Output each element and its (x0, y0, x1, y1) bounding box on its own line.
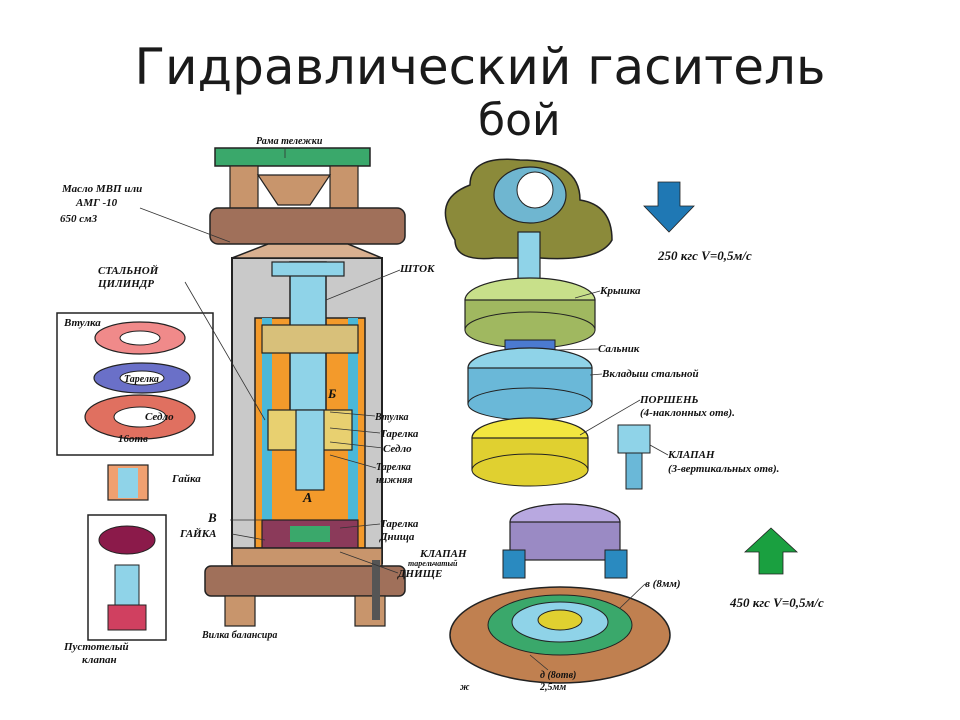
bottom-bushing (204, 565, 406, 597)
leader-lines (139, 148, 401, 574)
label-piston-1: ПОРШЕНЬ (639, 394, 698, 406)
hollow-base (107, 604, 147, 631)
label-v-letter: В (207, 510, 217, 525)
up-arrow-label: 450 кгс V=0,5м/с (729, 595, 824, 610)
label-plate-bottom-1: Тарелка (380, 518, 419, 530)
bottom-block-right (354, 595, 386, 627)
plate-hole (119, 370, 165, 386)
label-dim-25: 2,5мм (539, 682, 566, 693)
label-hollow-1: Пустотелый (63, 641, 129, 653)
label-valve-b-2: тарельчатый (408, 559, 458, 568)
label-hollow-2: клапан (82, 654, 117, 666)
label-valve-2: (3-вертикальных отв). (668, 463, 779, 475)
eye-hole (516, 171, 554, 209)
seal-head (261, 324, 359, 354)
cylinder-wall-right (348, 318, 358, 548)
label-fork: Вилка балансира (201, 630, 277, 641)
label-nut: Гайка (171, 473, 201, 485)
label-dim-zh: ж (460, 682, 470, 693)
label-valve-1: КЛАПАН (667, 449, 715, 461)
detail-frame (56, 312, 214, 456)
hollow-cap (98, 525, 156, 555)
label-plate-low-2: нижняя (376, 475, 413, 486)
frame-plate (214, 147, 371, 167)
top-block-left (229, 165, 259, 211)
label-seat: Седло (145, 411, 174, 423)
up-arrow (743, 527, 799, 575)
right-leader-lines (529, 290, 669, 671)
down-arrow-label: 250 кгс V=0,5м/с (657, 248, 752, 263)
title-mask (0, 138, 960, 158)
label-nut-2: ГАЙКА (179, 528, 217, 540)
label-valve-b-1: КЛАПАН (419, 548, 467, 560)
bottom-valve-core (290, 526, 330, 542)
casing-base (231, 547, 383, 569)
label-oil-3: 650 см3 (60, 213, 98, 225)
down-arrow (643, 181, 695, 233)
left-detail-box (56, 312, 214, 456)
label-plate-2: Тарелка (380, 428, 419, 440)
label-dim-b: в (8мм) (645, 578, 681, 590)
zone-a-letter: А (302, 491, 312, 506)
label-holes: 16отв (118, 433, 148, 445)
liner-bottom (467, 387, 593, 421)
label-cover: Крышка (599, 285, 641, 297)
cylinder-wall-left (262, 318, 272, 548)
hollow-valve-detail (87, 514, 167, 641)
casing-top (231, 243, 383, 259)
label-cyl-2: ЦИЛИНДР (97, 278, 154, 290)
rod-collar (271, 261, 345, 277)
slide-title-text: Гидравлический гаситель (134, 38, 826, 96)
top-wedge (256, 174, 332, 206)
main-assembly: Б А (204, 147, 406, 627)
nut-detail (107, 464, 149, 501)
cup-foot-left (502, 549, 526, 579)
label-bush: Втулка (63, 317, 101, 329)
top-block-right (329, 165, 359, 211)
exploded-view (444, 158, 671, 684)
piston-bottom (471, 453, 589, 487)
side-bolt (372, 560, 380, 620)
label-oil-2: АМГ -10 (75, 197, 118, 209)
piston-core (295, 409, 325, 491)
label-frame: Рама тележки (256, 136, 323, 147)
label-liner: Вкладыш стальной (601, 368, 699, 380)
label-dim-d: д (8отв) (540, 670, 576, 681)
label-piston-2: (4-наклонных отв). (640, 407, 735, 419)
label-seal: Сальник (598, 343, 640, 355)
label-plate-bottom-2: Днища (379, 531, 415, 543)
bottom-block-left (224, 595, 256, 627)
label-cyl-1: СТАЛЬНОЙ (98, 265, 159, 277)
label-plate: Тарелка (124, 374, 159, 385)
zone-b-letter: Б (327, 386, 336, 401)
label-plate-low-1: Тарелка (376, 462, 411, 473)
top-bushing (209, 207, 406, 245)
nut-bore (118, 468, 138, 498)
label-bush-2: Втулка (374, 412, 408, 423)
hollow-frame (87, 514, 167, 641)
valve-stem (625, 452, 643, 490)
dish-center (537, 609, 583, 631)
slide-title: Гидравлический гаситель (0, 38, 960, 96)
title-cut-line: бой (478, 95, 561, 146)
label-oil-1: Масло МВП или (61, 183, 142, 195)
label-seat-2: Седло (383, 443, 412, 455)
bush-hole (119, 330, 161, 346)
cup-foot-right (604, 549, 628, 579)
cup-body (509, 521, 621, 561)
valve-head (617, 424, 651, 454)
label-bottom: ДНИЩЕ (397, 568, 442, 580)
seat-hole (113, 406, 167, 428)
label-rod: ШТОК (399, 263, 435, 275)
